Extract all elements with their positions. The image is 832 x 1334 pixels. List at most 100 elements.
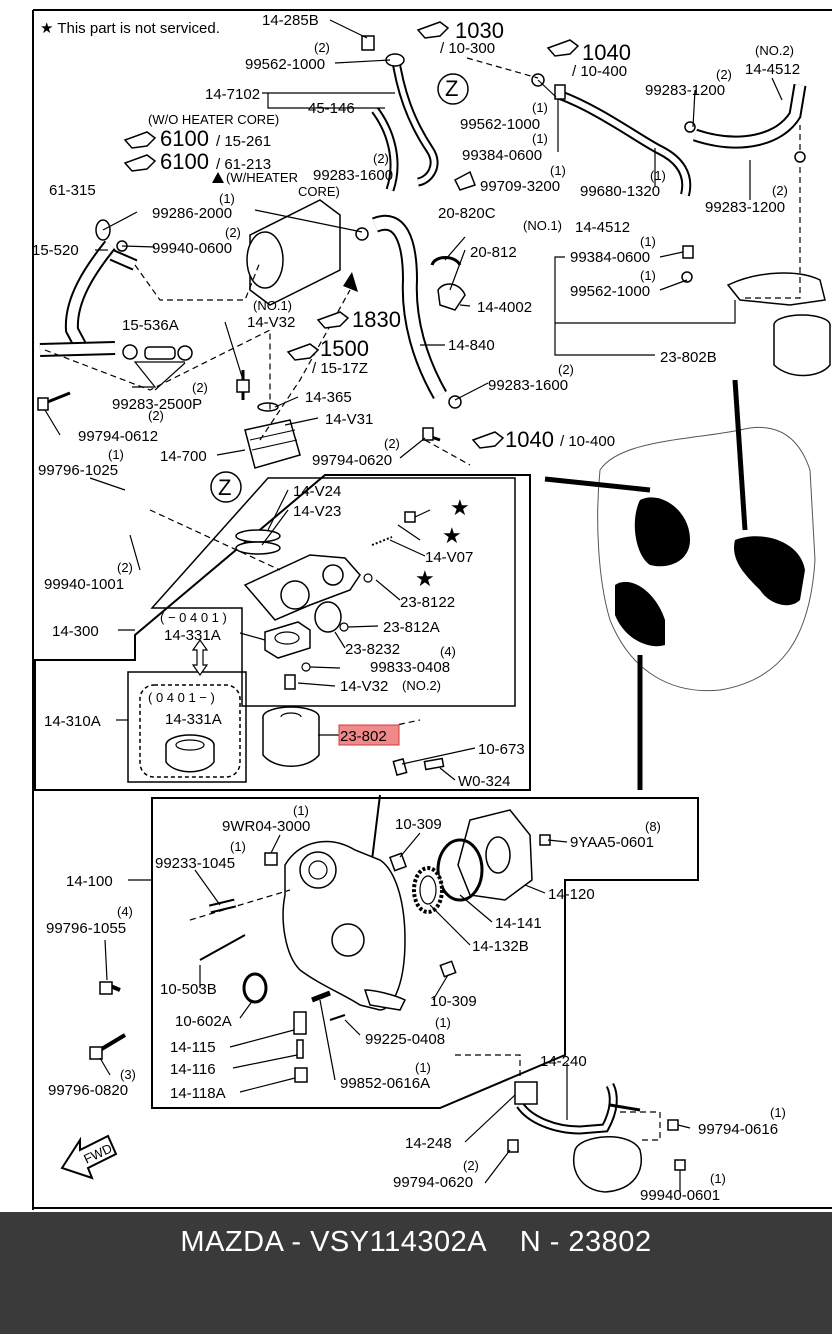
part-label: 14-331A bbox=[164, 627, 221, 644]
assembly-box-14-310A bbox=[127, 671, 247, 783]
ref-6100-a: 6100 bbox=[160, 126, 209, 151]
part-label: 99680-1320 bbox=[580, 183, 660, 200]
qty-label: (2) bbox=[225, 225, 241, 240]
hand-pointer-icon bbox=[286, 343, 320, 361]
qty-label: (1) bbox=[108, 447, 124, 462]
part-label: 14-300 bbox=[52, 623, 99, 640]
part-label: 99794-0620 bbox=[393, 1174, 473, 1191]
footer-caption: MAZDA - VSY114302A N - 23802 bbox=[180, 1226, 652, 1258]
not-serviced-star-2: ★ bbox=[442, 523, 462, 548]
part-label: 99796-0820 bbox=[48, 1082, 128, 1099]
part-label: 99225-0408 bbox=[365, 1031, 445, 1048]
ref-6100-a-sub: / 15-261 bbox=[216, 133, 271, 150]
qty-label: (1) bbox=[650, 168, 666, 183]
qty-label: (4) bbox=[440, 644, 456, 659]
part-label: 9WR04-3000 bbox=[222, 818, 310, 835]
part-label: 14-285B bbox=[262, 12, 319, 29]
hand-pointer-icon bbox=[123, 131, 157, 149]
part-label: 14-248 bbox=[405, 1135, 452, 1152]
assembly-box-14-100 bbox=[151, 797, 699, 1109]
qty-label: (8) bbox=[645, 819, 661, 834]
arrow-up-icon bbox=[212, 172, 224, 183]
part-label: 14-100 bbox=[66, 873, 113, 890]
part-label: 99794-0616 bbox=[698, 1121, 778, 1138]
part-label: 99852-0616A bbox=[340, 1075, 430, 1092]
qty-label: (2) bbox=[192, 380, 208, 395]
part-label: 20-820C bbox=[438, 205, 496, 222]
part-label: 14-V07 bbox=[425, 549, 473, 566]
part-label: 23-812A bbox=[383, 619, 440, 636]
part-label: 14-331A bbox=[165, 711, 222, 728]
part-label: 99709-3200 bbox=[480, 178, 560, 195]
part-label: 14-120 bbox=[548, 886, 595, 903]
part-label: 10-503B bbox=[160, 981, 217, 998]
part-label: 99833-0408 bbox=[370, 659, 450, 676]
part-label: 14-700 bbox=[160, 448, 207, 465]
ref-6100-b-sub: / 61-213 bbox=[216, 156, 271, 173]
qty-label: (2) bbox=[772, 183, 788, 198]
part-label: 99384-0600 bbox=[462, 147, 542, 164]
callout-z-top bbox=[437, 73, 469, 105]
part-label: 99796-1055 bbox=[46, 920, 126, 937]
qty-label: (1) bbox=[770, 1105, 786, 1120]
qty-label: (1) bbox=[710, 1171, 726, 1186]
part-label: W0-324 bbox=[458, 773, 511, 790]
qty-label: (1) bbox=[532, 131, 548, 146]
part-label: 23-8232 bbox=[345, 641, 400, 658]
callout-z-top-label: Z bbox=[445, 76, 458, 101]
ref-1030: 1030 bbox=[455, 18, 504, 43]
part-label: 14-4512 bbox=[575, 219, 630, 236]
qty-label: (2) bbox=[716, 67, 732, 82]
qty-label: (NO.2) bbox=[755, 43, 794, 58]
part-label: 99283-2500P bbox=[112, 396, 202, 413]
part-label: 14-V23 bbox=[293, 503, 341, 520]
qty-label: (1) bbox=[640, 268, 656, 283]
qty-label: (2) bbox=[314, 40, 330, 55]
ref-1040-bottom: 1040 bbox=[505, 427, 554, 452]
part-label: 14-7102 bbox=[205, 86, 260, 103]
part-label: 99562-1000 bbox=[460, 116, 540, 133]
qty-label: (4) bbox=[117, 904, 133, 919]
date-range-label: ( − 0 4 0 1 ) bbox=[160, 610, 227, 625]
part-label: 45-146 bbox=[308, 100, 355, 117]
qty-label: (NO.1) bbox=[253, 298, 292, 313]
part-label: 99283-1200 bbox=[645, 82, 725, 99]
part-label: 14-4512 bbox=[745, 61, 800, 78]
part-label: 20-812 bbox=[470, 244, 517, 261]
qty-label: (2) bbox=[148, 408, 164, 423]
part-label: 99940-0601 bbox=[640, 1187, 720, 1204]
part-label: 14-V31 bbox=[325, 411, 373, 428]
part-label: 10-309 bbox=[395, 816, 442, 833]
part-label: 10-673 bbox=[478, 741, 525, 758]
ref-wo-heater: (W/O HEATER CORE) bbox=[148, 112, 279, 127]
part-label: 61-315 bbox=[49, 182, 96, 199]
part-label: 99233-1045 bbox=[155, 855, 235, 872]
part-label: 14-240 bbox=[540, 1053, 587, 1070]
qty-label: (1) bbox=[219, 191, 235, 206]
qty-label: (2) bbox=[463, 1158, 479, 1173]
part-label: 99384-0600 bbox=[570, 249, 650, 266]
part-label: 15-536A bbox=[122, 317, 179, 334]
part-label: 99562-1000 bbox=[570, 283, 650, 300]
part-label: 99562-1000 bbox=[245, 56, 325, 73]
ref-1830: 1830 bbox=[352, 307, 401, 332]
qty-label: (1) bbox=[532, 100, 548, 115]
qty-label: (1) bbox=[550, 163, 566, 178]
part-label: 9YAA5-0601 bbox=[570, 834, 654, 851]
part-label: 14-115 bbox=[170, 1039, 216, 1056]
oil-strainer-14-240 bbox=[573, 1136, 642, 1193]
qty-label: (2) bbox=[117, 560, 133, 575]
part-label: 14-141 bbox=[495, 915, 542, 932]
hand-pointer-icon bbox=[471, 431, 505, 449]
highlight-23-802 bbox=[338, 724, 400, 746]
ref-1500-sub: / 15-17Z bbox=[312, 360, 368, 377]
ref-1040-top-sub: / 10-400 bbox=[572, 63, 627, 80]
part-labels: 14-285B (2) 99562-1000 14-7102 45-146 (1… bbox=[32, 12, 800, 1204]
part-label: 14-310A bbox=[44, 713, 101, 730]
qty-label: (1) bbox=[640, 234, 656, 249]
qty-label: (NO.2) bbox=[402, 678, 441, 693]
hand-pointer-icon bbox=[123, 154, 157, 172]
hand-pointer-icon bbox=[546, 39, 580, 57]
ref-w-heater: (W/HEATER bbox=[226, 170, 298, 185]
not-serviced-star-1: ★ bbox=[450, 495, 470, 520]
